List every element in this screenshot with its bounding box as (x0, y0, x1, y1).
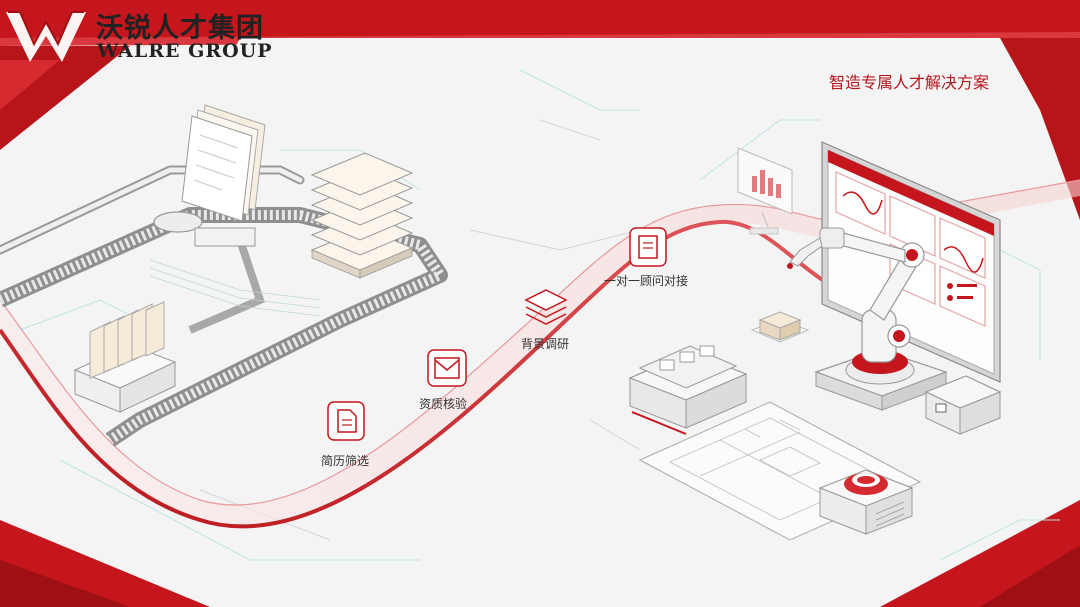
brand-name-en: WALRE GROUP (97, 40, 273, 62)
step-label-consultant-matching: 一对一顾问对接 (604, 274, 689, 288)
tagline: 智造专属人才解决方案 (829, 73, 990, 92)
brand-name-cn: 沃锐人才集团 (96, 13, 264, 44)
step-icon-resume (327, 401, 365, 441)
step-label-qualification-check: 资质核验 (419, 397, 468, 411)
logo-w-icon (6, 11, 86, 62)
file-box (73, 301, 177, 413)
small-cube (750, 311, 810, 343)
bar-chart-panel (737, 147, 793, 235)
robot-arm (787, 227, 948, 411)
server-module (628, 345, 748, 435)
document-tower (310, 152, 414, 279)
paper-stack (181, 104, 266, 222)
step-icon-verification (427, 349, 467, 387)
emergency-button-device (818, 469, 914, 535)
step-label-resume-screening: 简历筛选 (321, 454, 370, 468)
power-adapter (924, 375, 1002, 435)
step-icon-consultant (629, 227, 667, 267)
step-icon-background (524, 289, 568, 325)
step-label-background-check: 背景调研 (521, 337, 570, 351)
